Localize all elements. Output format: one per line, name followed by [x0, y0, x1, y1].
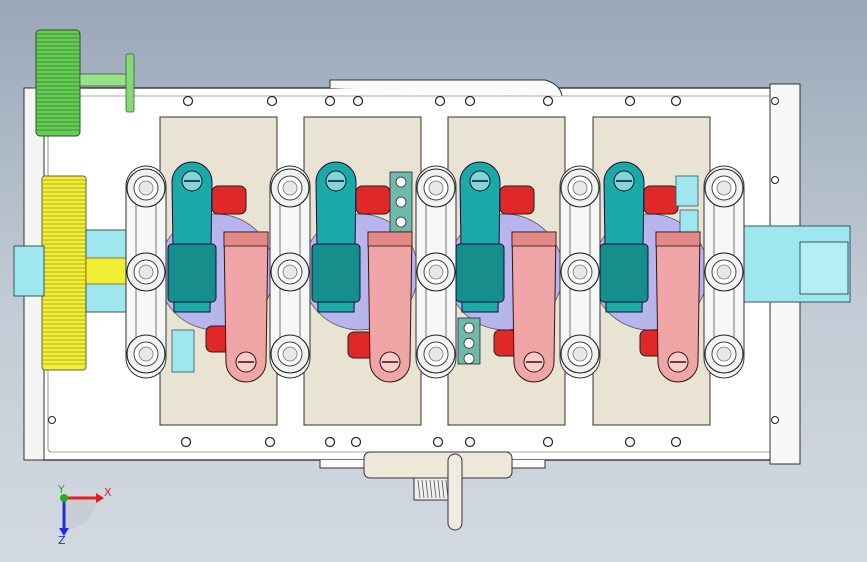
- bolt-hole: [771, 97, 779, 105]
- bolt-hole: [180, 436, 192, 448]
- bolt-hole: [350, 436, 362, 448]
- rocker-arm-pink-cap: [223, 231, 269, 247]
- bolt-hole: [624, 95, 636, 107]
- rocker-arm-pink-cap: [367, 231, 413, 247]
- rocker-arm-teal-hub: [167, 243, 217, 303]
- oil-fitting[interactable]: [363, 451, 513, 531]
- cam-gear-shaft: [79, 73, 133, 87]
- spring-coil: [463, 337, 475, 349]
- left-gear-assembly[interactable]: [35, 29, 135, 371]
- cyan-block: [675, 175, 699, 207]
- rocker-arm-pink: [511, 231, 557, 383]
- cam-lobe-red: [643, 185, 679, 215]
- crankshaft-right-flange: [799, 241, 849, 295]
- bolt-hole: [670, 95, 682, 107]
- cyan-block: [679, 209, 699, 233]
- bearing-bore-inner: [138, 180, 154, 196]
- thread-line: [417, 479, 421, 499]
- cam-lobe-red: [355, 185, 391, 215]
- bearing-bore-inner: [138, 264, 154, 280]
- rocker-arm-pink: [223, 231, 269, 383]
- bolt-hole: [542, 436, 554, 448]
- rocker-arm-teal-hub: [455, 243, 505, 303]
- bearing-bore-inner: [282, 346, 298, 362]
- rocker-arm-pink: [367, 231, 413, 383]
- bearing-bore-inner: [716, 180, 732, 196]
- thread-line: [441, 479, 445, 499]
- x-axis-arrowhead: [96, 493, 104, 503]
- bolt-hole: [266, 95, 278, 107]
- thread-line: [425, 479, 429, 499]
- thread-line: [437, 479, 441, 499]
- spring-coil: [463, 322, 475, 334]
- rocker-arm-teal-hub: [311, 243, 361, 303]
- thread-line: [421, 479, 425, 499]
- y-axis-dot: [60, 494, 68, 502]
- bearing-bore-inner: [572, 180, 588, 196]
- bearing-bore-inner: [716, 264, 732, 280]
- triad-quadrant: [64, 498, 96, 530]
- axis-triad[interactable]: X Y Z: [57, 483, 112, 547]
- bearing-bore-inner: [138, 346, 154, 362]
- z-axis-label: Z: [58, 534, 66, 547]
- bearing-bore-inner: [428, 264, 444, 280]
- x-axis-label: X: [104, 486, 112, 499]
- bolt-hole: [324, 436, 336, 448]
- y-axis-label: Y: [57, 483, 65, 496]
- crank-gear-yellow-teeth: [42, 179, 86, 365]
- bolt-hole: [352, 95, 364, 107]
- z-axis-arrowhead: [59, 528, 69, 536]
- spring-coil: [463, 353, 475, 365]
- spring-coil: [395, 216, 407, 228]
- bearing-bore-inner: [428, 180, 444, 196]
- bolt-hole: [542, 95, 554, 107]
- bolt-hole: [771, 416, 779, 424]
- spring-coil: [395, 176, 407, 188]
- bolt-hole: [464, 95, 476, 107]
- rocker-arm-teal-hub: [599, 243, 649, 303]
- top-boss: [329, 79, 563, 97]
- bearing-bore-inner: [572, 264, 588, 280]
- cam-lobe-red: [499, 185, 535, 215]
- cam-lobe-red: [211, 185, 247, 215]
- bearing-bore-inner: [572, 346, 588, 362]
- bolt-hole: [434, 95, 446, 107]
- cam-gear-shaft-collar: [125, 53, 135, 113]
- cam-gear-green-teeth: [36, 33, 80, 131]
- bolt-hole: [624, 436, 636, 448]
- rocker-arm-pink: [655, 231, 701, 383]
- valve-train: [125, 161, 745, 383]
- bolt-hole: [771, 176, 779, 184]
- rocker-arm-pink-cap: [511, 231, 557, 247]
- rocker-arm-pink-cap: [655, 231, 701, 247]
- bearing-bore-inner: [282, 180, 298, 196]
- bolt-hole: [48, 416, 56, 424]
- bolt-hole: [264, 436, 276, 448]
- bolt-hole: [324, 95, 336, 107]
- crank-gear-yellow: [41, 175, 87, 371]
- bearing-bore-inner: [282, 264, 298, 280]
- crankshaft-left-end-cyan: [13, 245, 45, 297]
- bolt-hole: [432, 436, 444, 448]
- thread-line: [429, 479, 433, 499]
- bearing-bore-inner: [716, 346, 732, 362]
- thread-line: [433, 479, 437, 499]
- bolt-hole: [182, 95, 194, 107]
- oil-fitting-pipe: [447, 453, 463, 531]
- cyan-block: [171, 329, 195, 373]
- bolt-hole: [670, 436, 682, 448]
- bolt-hole: [464, 436, 476, 448]
- bearing-bore-inner: [428, 346, 444, 362]
- oil-fitting-body: [363, 451, 513, 479]
- spring-coil: [395, 196, 407, 208]
- block-bolt-holes: [48, 95, 779, 448]
